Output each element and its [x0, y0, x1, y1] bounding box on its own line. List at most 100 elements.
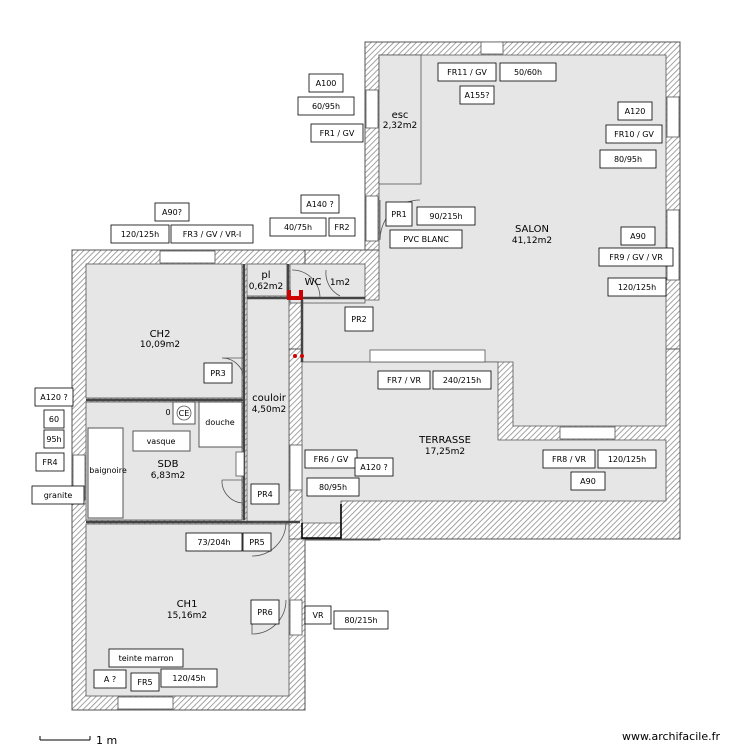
- tag-pr3-text: PR3: [210, 369, 225, 378]
- tag-granite-text: granite: [44, 491, 73, 500]
- tag-a90-top-text: A90?: [162, 208, 182, 217]
- tag-40-75h-text: 40/75h: [284, 223, 312, 232]
- tag-a140-text: A140 ?: [306, 200, 334, 209]
- window-fr9: [666, 209, 680, 281]
- site-credit[interactable]: www.archifacile.fr: [622, 730, 720, 743]
- douche-label: douche: [205, 418, 235, 427]
- tag-a120-left: A120 ?: [34, 387, 74, 407]
- scale-bar: [39, 736, 91, 741]
- tag-73-204h: 73/204h: [185, 532, 243, 552]
- tag-pr6-text: PR6: [257, 608, 272, 617]
- tag-40-75h: 40/75h: [269, 217, 327, 237]
- tag-fr9-text: FR9 / GV / VR: [609, 253, 663, 262]
- tag-80-215h: 80/215h: [333, 610, 389, 630]
- tag-a140: A140 ?: [300, 194, 340, 214]
- room-pl-area: 0,62m2: [249, 282, 284, 292]
- tag-pr5-text: PR5: [249, 538, 264, 547]
- baignoire-label: baignoire: [89, 466, 127, 475]
- tag-a155: A155?: [459, 85, 495, 105]
- tag-fr3: FR3 / GV / VR-I: [170, 224, 254, 244]
- tag-pr6: PR6: [250, 599, 280, 625]
- window-fr2: [365, 195, 379, 242]
- window-vr: [289, 599, 303, 636]
- red-markers: [287, 290, 304, 358]
- tag-fr10-text: FR10 / GV: [614, 130, 654, 139]
- window-fr6: [289, 444, 303, 491]
- tag-120-45h-text: 120/45h: [172, 674, 205, 683]
- fixture-baignoire: baignoire: [87, 427, 127, 519]
- room-terrasse-area: 17,25m2: [425, 447, 465, 457]
- tag-fr2-text: FR2: [334, 223, 349, 232]
- tag-50-60h: 50/60h: [499, 62, 557, 82]
- tag-pr3: PR3: [203, 362, 233, 384]
- tag-80-95h-right-text: 80/95h: [614, 155, 642, 164]
- tag-240-215h-text: 240/215h: [443, 376, 481, 385]
- window-fr5: [117, 696, 174, 710]
- footer: 1 m www.archifacile.fr: [39, 730, 720, 747]
- tag-fr4: FR4: [35, 452, 65, 472]
- tag-fr7-text: FR7 / VR: [387, 376, 422, 385]
- tag-fr5-text: FR5: [137, 678, 152, 687]
- room-pl-name: pl: [261, 270, 270, 281]
- room-salon-area: 41,12m2: [512, 236, 552, 246]
- tag-pr2: PR2: [344, 306, 374, 332]
- room-couloir-name: couloir: [252, 393, 287, 404]
- tag-fr8-text: FR8 / VR: [552, 455, 587, 464]
- room-ch1-area: 15,16m2: [167, 611, 207, 621]
- tag-fr10: FR10 / GV: [605, 124, 663, 144]
- tag-fr8: FR8 / VR: [542, 449, 596, 469]
- tag-fr11-text: FR11 / GV: [447, 68, 487, 77]
- tag-120-125h-right-text: 120/125h: [618, 283, 656, 292]
- tag-80-95h-mid: 80/95h: [306, 477, 360, 497]
- tag-120-45h: 120/45h: [160, 668, 218, 688]
- tag-granite: granite: [31, 485, 85, 505]
- annotation-tags: A100 60/95h FR1 / GV FR11 / GV 50/60h A1…: [31, 62, 674, 692]
- tag-120-125h-bottom-text: 120/125h: [608, 455, 646, 464]
- sdb-small-fixture: [235, 451, 245, 477]
- fixture-ce: CE 0: [165, 401, 196, 425]
- fixture-vasque: vasque: [132, 430, 191, 452]
- tag-120-125h-bottom: 120/125h: [597, 449, 657, 469]
- room-ch2-area: 10,09m2: [140, 340, 180, 350]
- tag-teinte-marron-text: teinte marron: [119, 654, 174, 663]
- tag-fr2: FR2: [328, 217, 356, 237]
- window-fr3: [159, 250, 216, 264]
- tag-50-60h-text: 50/60h: [514, 68, 542, 77]
- room-labels: esc 2,32m2 SALON 41,12m2 pl 0,62m2 WC 1m…: [140, 110, 552, 621]
- tag-teinte-marron: teinte marron: [108, 648, 184, 668]
- tag-80-95h-mid-text: 80/95h: [319, 483, 347, 492]
- tag-a155-text: A155?: [465, 91, 490, 100]
- tag-fr5: FR5: [130, 672, 160, 692]
- tag-pr1: PR1: [385, 201, 413, 227]
- tag-a90-right: A90: [620, 226, 656, 246]
- tag-fr4-text: FR4: [42, 458, 57, 467]
- tag-95h-left: 95h: [43, 429, 65, 449]
- tag-fr1-text: FR1 / GV: [320, 129, 355, 138]
- window-fr11: [480, 41, 504, 55]
- tag-vr-text: VR: [312, 611, 323, 620]
- tag-a90-top: A90?: [154, 202, 190, 222]
- tag-120-125h-left: 120/125h: [110, 224, 170, 244]
- tag-pvc-blanc: PVC BLANC: [389, 229, 463, 249]
- tag-95h-left-text: 95h: [46, 435, 61, 444]
- tag-a-q-text: A ?: [104, 675, 116, 684]
- tag-60-95h-text: 60/95h: [312, 102, 340, 111]
- tag-a-q: A ?: [93, 669, 127, 689]
- window-fr8: [559, 426, 616, 440]
- tag-240-215h: 240/215h: [432, 370, 492, 390]
- floor-esc: [378, 54, 422, 185]
- tag-a90-bottom-text: A90: [580, 477, 596, 486]
- windows: [72, 41, 680, 710]
- tag-a90-right-text: A90: [630, 232, 646, 241]
- tag-pr5: PR5: [242, 532, 272, 552]
- tag-pr4-text: PR4: [257, 490, 272, 499]
- tag-fr11: FR11 / GV: [437, 62, 497, 82]
- tag-60-left: 60: [43, 409, 65, 429]
- tag-a90-bottom: A90: [570, 471, 606, 491]
- o-label: 0: [165, 408, 170, 417]
- tag-a100-text: A100: [316, 79, 337, 88]
- ce-label: CE: [179, 409, 190, 418]
- tag-a120-mid-text: A120 ?: [360, 463, 388, 472]
- room-sdb-name: SDB: [158, 459, 179, 470]
